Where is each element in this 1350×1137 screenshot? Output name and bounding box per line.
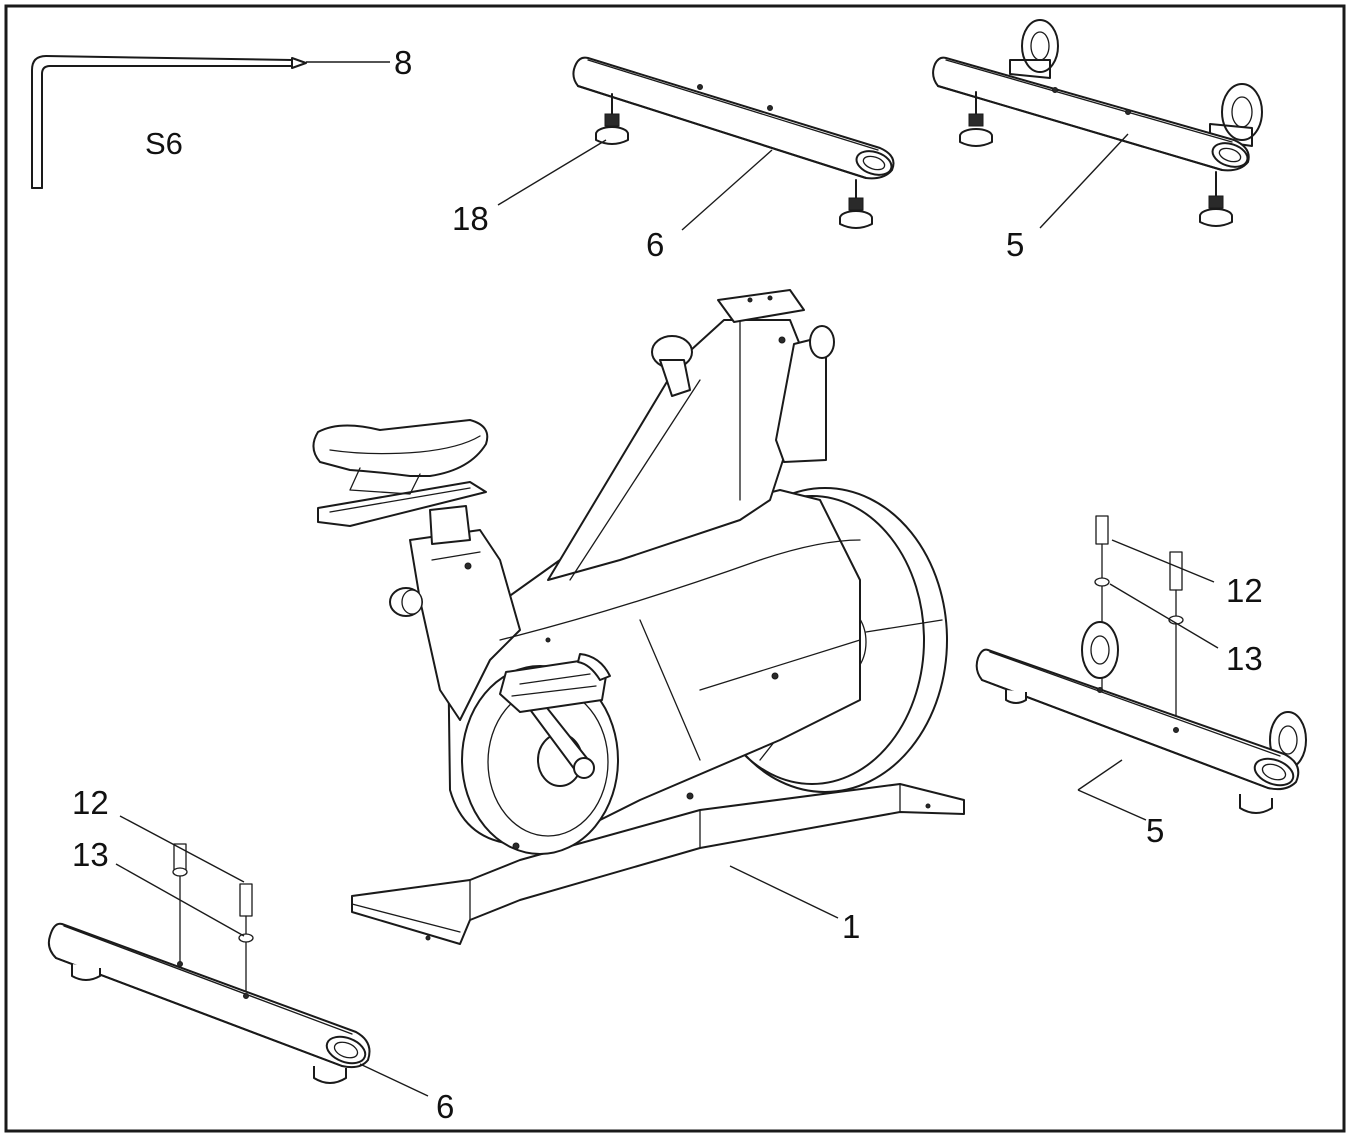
front-stabilizer-right <box>975 515 1307 814</box>
callout-5-top: 5 <box>1006 226 1024 263</box>
rear-stabilizer-bottom <box>47 843 371 1084</box>
tool-size-label: S6 <box>145 126 183 161</box>
leader-6-bottom <box>359 1063 429 1097</box>
rear-stabilizer-top <box>572 56 895 229</box>
callout-1: 1 <box>842 908 860 945</box>
leader-6-top <box>681 149 773 231</box>
leader-13-right <box>1109 583 1219 649</box>
leader-5-right-b <box>1077 789 1147 821</box>
leader-1 <box>729 865 839 919</box>
leader-12-right <box>1111 539 1215 583</box>
leader-5-top <box>1039 133 1129 229</box>
leader-5-right-a <box>1077 759 1123 791</box>
callout-18: 18 <box>452 200 489 237</box>
front-stabilizer-top <box>932 19 1263 227</box>
callout-12-right: 12 <box>1226 572 1263 609</box>
callout-6-bottom: 6 <box>436 1088 454 1125</box>
diagram-border <box>4 4 1346 1133</box>
callout-13-right: 13 <box>1226 640 1263 677</box>
callout-12-left: 12 <box>72 784 109 821</box>
leader-12-left <box>119 815 245 883</box>
leader-18 <box>497 139 607 206</box>
allen-key <box>31 55 307 189</box>
callout-5-right: 5 <box>1146 812 1164 849</box>
bike-main-frame <box>312 289 965 945</box>
callout-8: 8 <box>394 44 412 81</box>
callout-6-top: 6 <box>646 226 664 263</box>
leader-13-left <box>115 863 245 937</box>
callout-13-left: 13 <box>72 836 109 873</box>
